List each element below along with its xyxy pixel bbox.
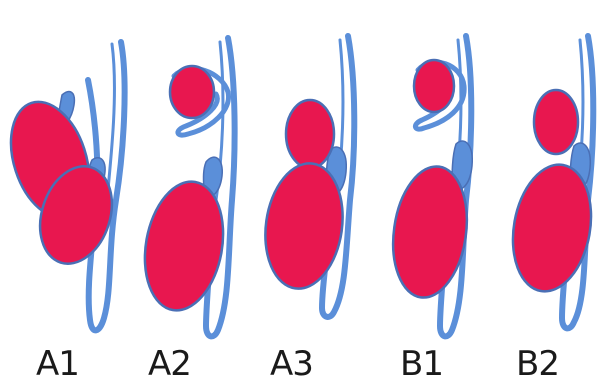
panel-a2: A2 — [135, 38, 234, 383]
panel-a1: A1 — [0, 42, 125, 383]
panel-a2-ellipse-small — [170, 66, 214, 118]
panel-b1: B1 — [385, 36, 475, 383]
panel-b1-label: B1 — [400, 344, 443, 383]
panel-a3-ellipse-small — [286, 100, 334, 168]
panel-b2-ellipse-small — [534, 90, 578, 154]
panel-b2-label: B2 — [516, 344, 559, 383]
panel-b1-ellipse-small — [414, 60, 454, 112]
panel-a1-label: A1 — [36, 344, 79, 383]
panel-b2: B2 — [503, 36, 600, 383]
panel-a3: A3 — [258, 36, 355, 383]
panel-a2-ellipse-large — [135, 175, 232, 316]
panel-a2-label: A2 — [148, 344, 191, 383]
panel-a3-label: A3 — [270, 344, 313, 383]
